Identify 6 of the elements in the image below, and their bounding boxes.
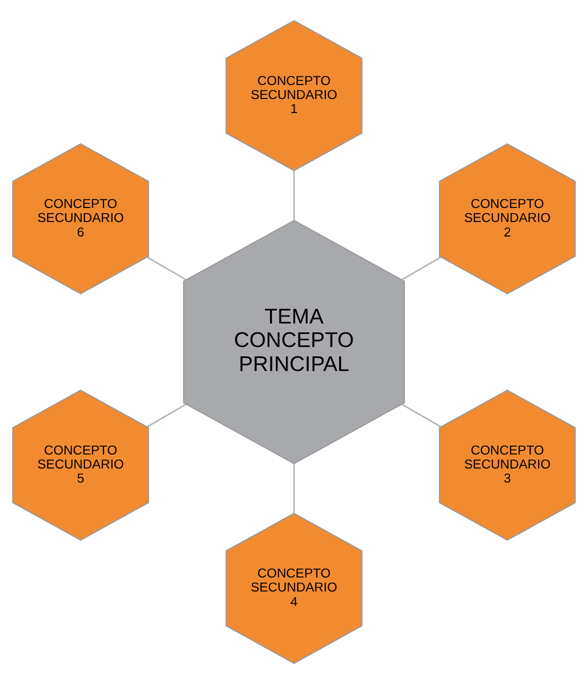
connector [293,170,295,220]
connector [402,404,442,428]
connector [146,256,186,280]
connector [402,256,442,280]
connector [146,404,186,428]
connector [293,464,295,514]
